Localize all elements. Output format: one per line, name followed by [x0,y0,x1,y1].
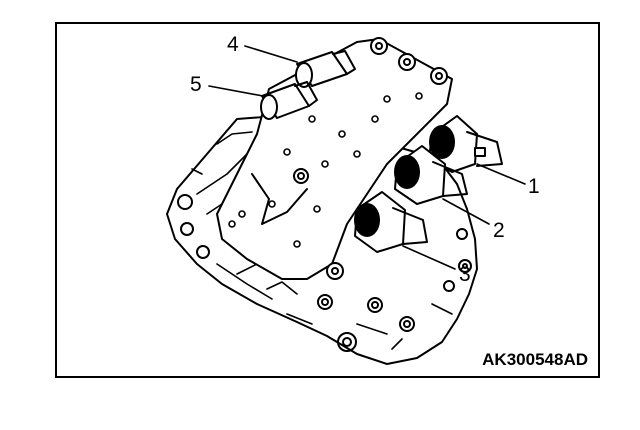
solenoid-3 [354,191,428,253]
cover-bolts [293,37,448,280]
callout-5: 5 [190,73,202,96]
casting-bosses [177,194,472,352]
callout-1: 1 [528,175,540,198]
solenoid-2 [394,145,468,205]
figure-reference-code: AK300548AD [482,350,588,369]
solenoid-4 [295,50,356,88]
callout-2: 2 [493,219,505,242]
casting-ribs [191,131,453,350]
figure-frame: 4 5 1 2 3 AK300548AD [55,22,600,378]
callout-3: 3 [459,263,471,286]
valve-body-drawing [166,37,526,365]
cover-holes [228,92,423,248]
detent-lever [251,173,308,225]
solenoid-1 [428,115,503,173]
solenoid-5 [260,81,318,120]
leader-lines [208,45,526,270]
callout-4: 4 [227,33,239,56]
